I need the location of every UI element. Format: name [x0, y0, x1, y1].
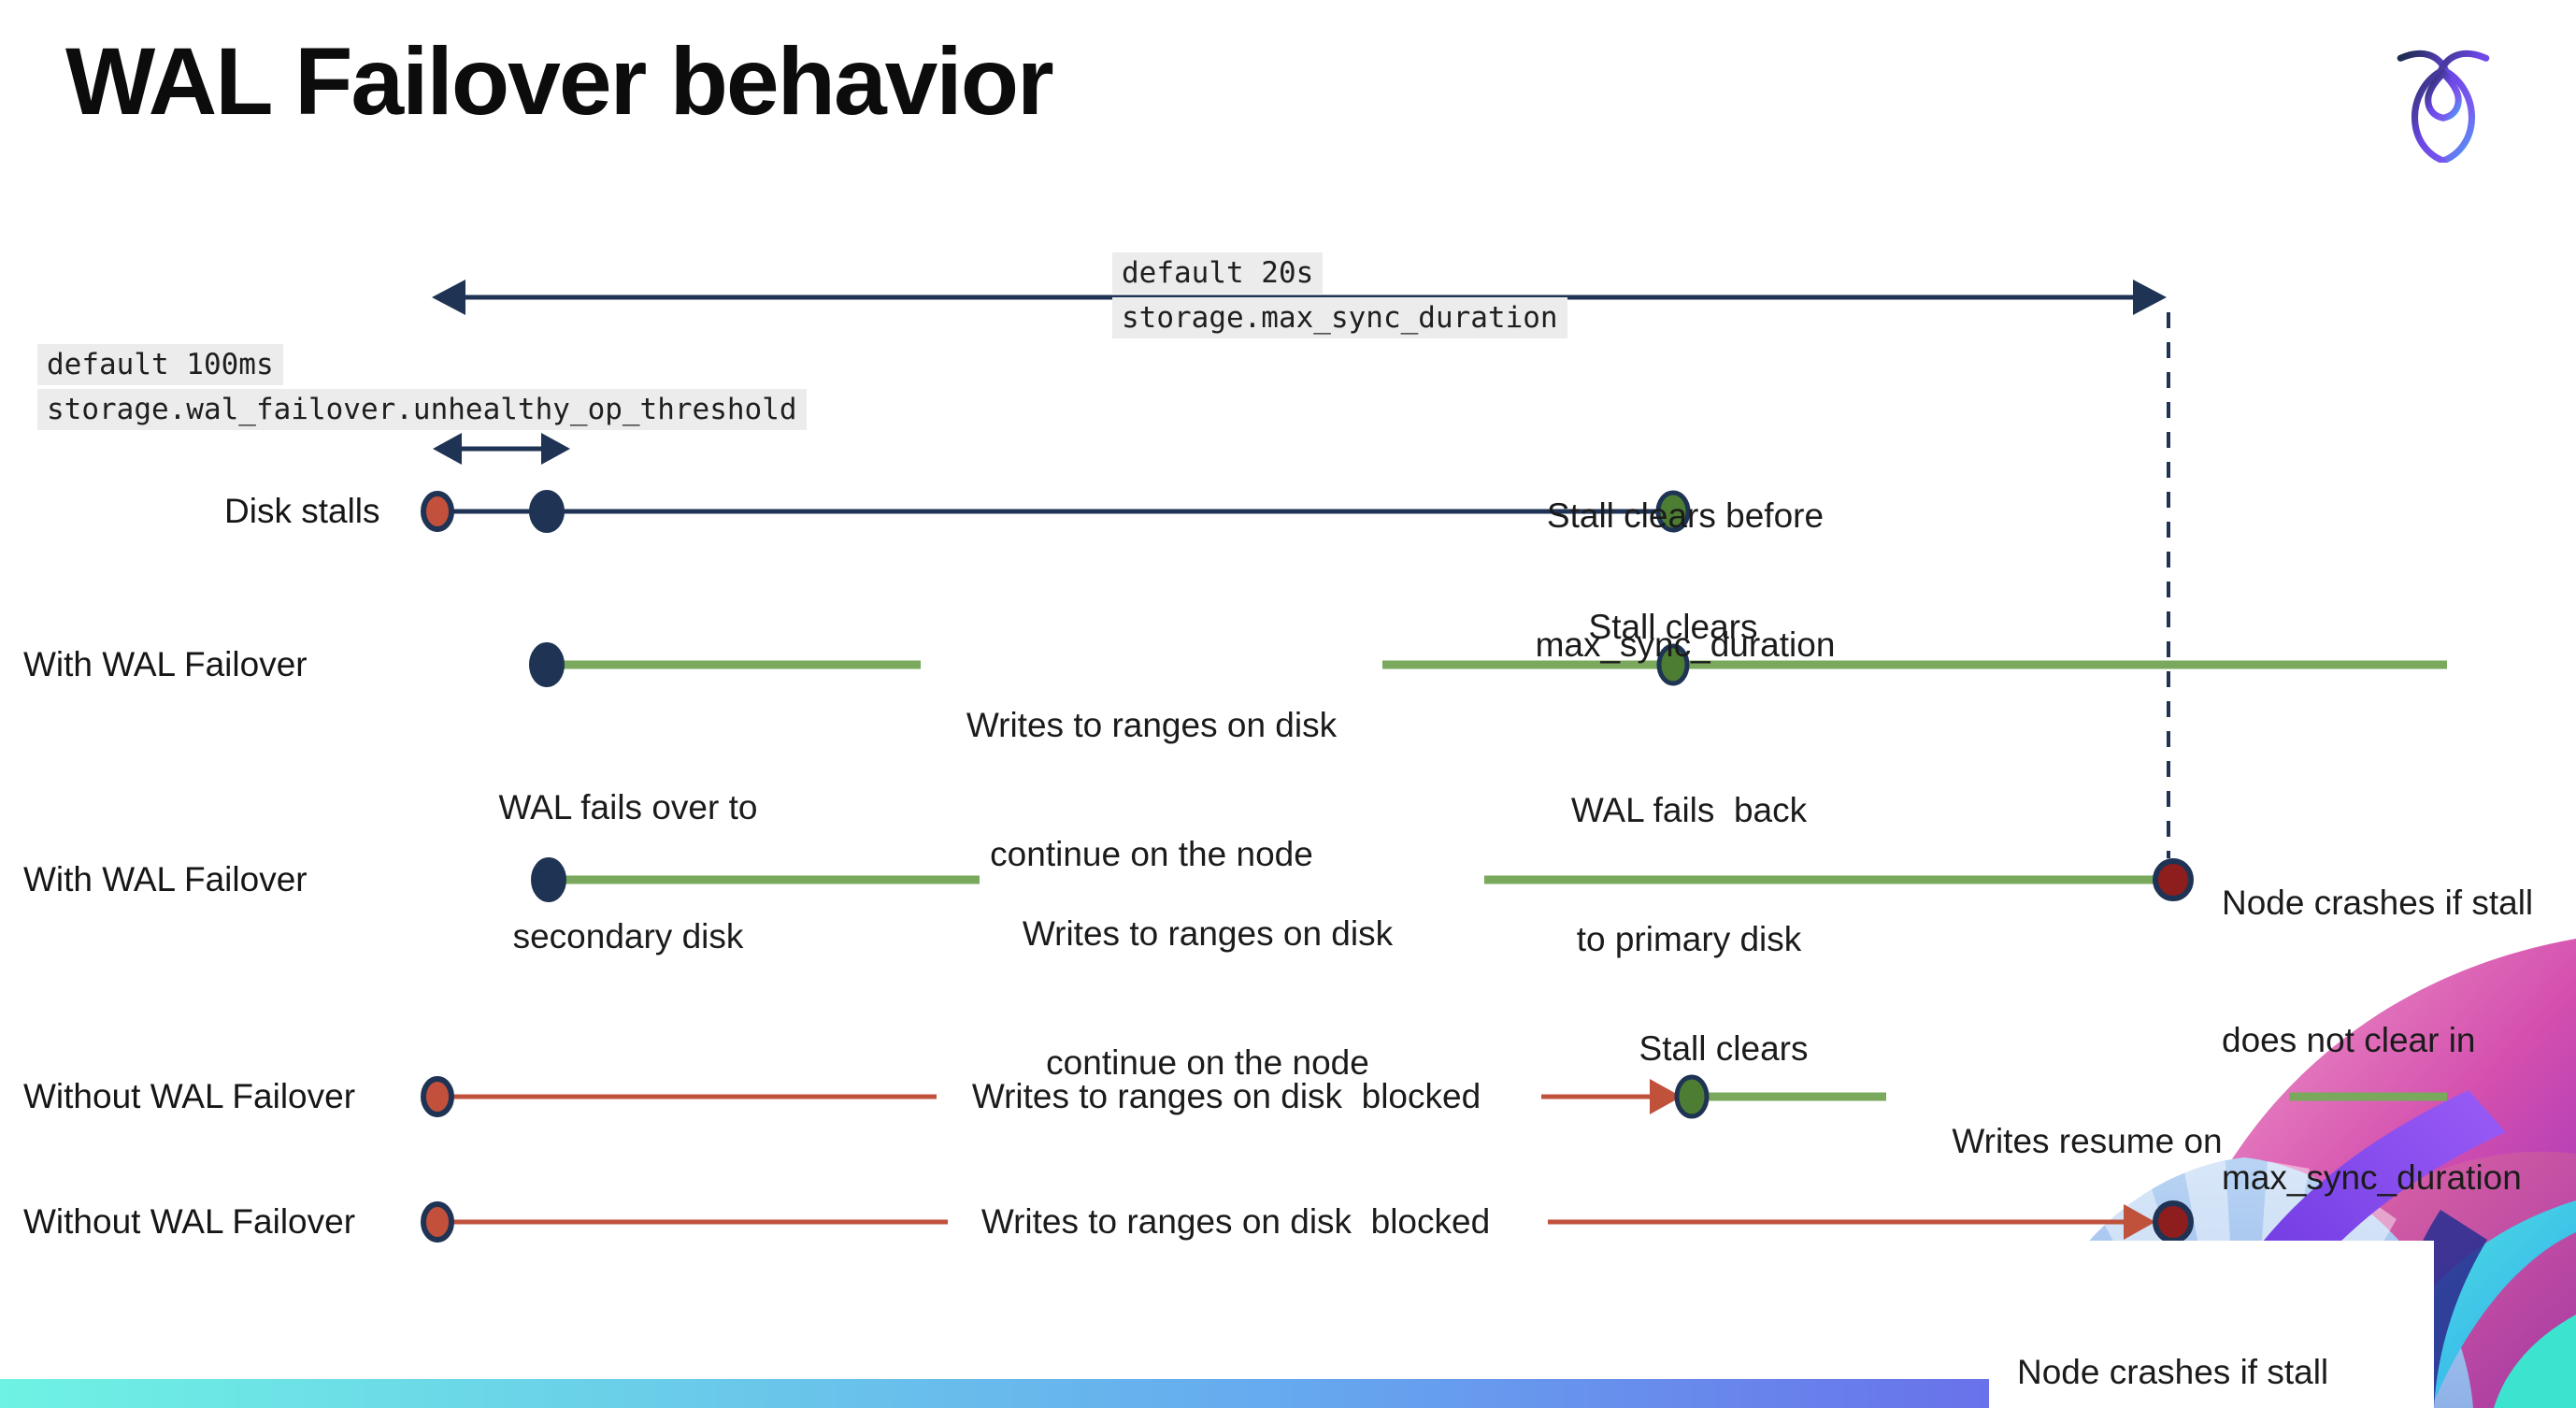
stall-clears-dot	[1655, 490, 1691, 533]
row-label-without-wal-1: Without WAL Failover	[23, 1077, 356, 1115]
wal-fails-over-label: WAL fails over to secondary disk	[498, 788, 758, 955]
unhealthy-op-threshold-setting: default 100ms storage.wal_failover.unhea…	[37, 344, 807, 430]
wal-fails-back-label: WAL fails back to primary disk	[1570, 791, 1808, 958]
timeline-row-with-wal-1	[529, 642, 2447, 687]
stall-clears-dot	[1674, 1074, 1710, 1119]
node-crash-dot	[2153, 858, 2194, 901]
timeline-row-disk-stalls	[421, 490, 1691, 533]
unhealthy-op-threshold-arrow	[433, 433, 570, 465]
writes-blocked-label-2: Writes to ranges on disk blocked	[980, 1202, 1491, 1241]
stall-start-dot	[421, 1201, 454, 1243]
stall-clears-label-2: Stall clears	[1639, 1029, 1809, 1068]
row-label-disk-stalls: Disk stalls	[224, 492, 380, 530]
writes-continue-label-1: Writes to ranges on disk continue on the…	[966, 706, 1338, 873]
node-crashes-label-2: Node crashes if stall does not clear in …	[2017, 1353, 2329, 1391]
row-label-with-wal-1: With WAL Failover	[23, 645, 308, 683]
timeline-row-without-wal-2	[421, 1200, 2194, 1243]
blocked-arrowhead	[1650, 1079, 1682, 1114]
failover-dot	[529, 642, 565, 687]
setting-name: storage.wal_failover.unhealthy_op_thresh…	[37, 389, 807, 430]
failback-dot	[1656, 643, 1690, 686]
stall-start-dot	[421, 491, 454, 532]
stall-clears-before-label: Stall clears before max_sync_duration	[1535, 496, 1836, 664]
row-label-with-wal-2: With WAL Failover	[23, 860, 308, 898]
max-sync-duration-setting: default 20s storage.max_sync_duration	[1112, 252, 1567, 338]
writes-continue-label-2: Writes to ranges on disk continue on the…	[1022, 914, 1394, 1082]
setting-default-value: default 100ms	[37, 344, 283, 385]
node-crashes-label-1: Node crashes if stall does not clear in …	[2222, 884, 2534, 1197]
setting-default-value: default 20s	[1112, 252, 1324, 294]
stall-clears-label-1: Stall clears	[1588, 608, 1758, 646]
row-label-without-wal-2: Without WAL Failover	[23, 1202, 356, 1241]
timeline-row-without-wal-1	[421, 1074, 2447, 1119]
node-crashes-callout: Node crashes if stall does not clear in …	[1989, 1241, 2434, 1408]
blocked-arrowhead	[2124, 1204, 2155, 1240]
threshold-dot	[529, 490, 565, 533]
page-title: WAL Failover behavior	[65, 28, 1054, 135]
timeline-row-with-wal-2	[531, 857, 2194, 902]
failover-dot	[531, 857, 566, 902]
stall-start-dot	[421, 1076, 454, 1117]
writes-blocked-label-1: Writes to ranges on disk blocked	[971, 1077, 1481, 1115]
setting-name: storage.max_sync_duration	[1112, 297, 1567, 338]
cockroachdb-logo-icon	[2397, 50, 2490, 163]
